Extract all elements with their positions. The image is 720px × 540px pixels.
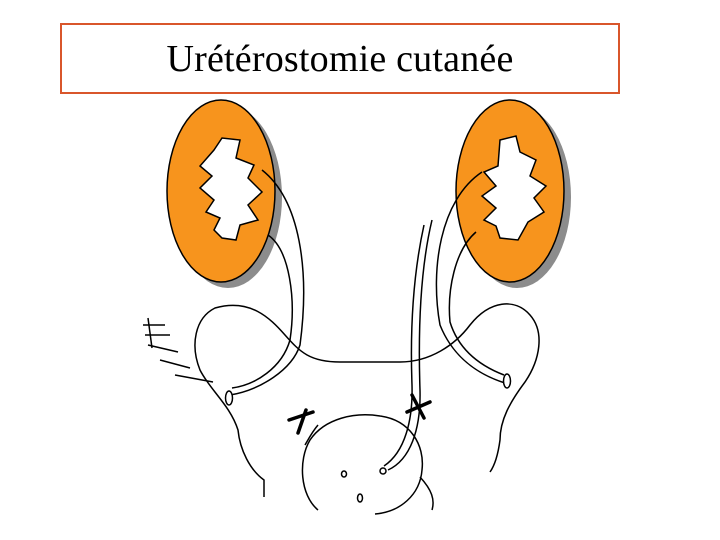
title-box: Urétérostomie cutanée	[60, 23, 620, 94]
ureter-stump-icon	[304, 219, 433, 475]
ligature-left-icon	[287, 408, 315, 435]
ligature-left-bar2	[296, 408, 308, 435]
stoma-left	[224, 390, 234, 406]
incision-line-1	[147, 317, 153, 349]
skin-incision-icon	[143, 317, 214, 383]
bladder-icon	[301, 414, 424, 515]
ureter-right-outer	[435, 171, 506, 384]
ureter-stump-end	[379, 467, 387, 475]
ligature-left-bar1	[287, 410, 315, 422]
incision-line-5	[159, 359, 191, 369]
stoma-right	[502, 373, 512, 389]
pelvis-icon	[194, 303, 540, 511]
stoma-right-icon	[502, 373, 512, 389]
bladder-orifice-left	[340, 470, 348, 478]
kidney-right-icon	[455, 99, 571, 288]
ureter-stump-left	[304, 424, 319, 446]
ureter-right-icon	[435, 171, 506, 384]
kidney-left-pelvis	[198, 137, 264, 241]
pelvis-lower-right	[419, 476, 434, 511]
bladder-outline	[301, 414, 424, 515]
bladder-orifice-center	[356, 493, 364, 503]
ureter-left-icon	[229, 169, 305, 396]
ureter-left-outer	[229, 169, 305, 396]
incision-line-6	[174, 374, 214, 383]
ureter-stump-outer	[387, 219, 433, 471]
stoma-left-icon	[224, 390, 234, 406]
ligature-right-icon	[405, 393, 432, 420]
pelvis-outline	[194, 303, 540, 497]
ligature-right-bar2	[410, 393, 426, 420]
ureter-right-inner	[448, 231, 505, 376]
kidney-left-icon	[166, 99, 282, 288]
kidney-right-pelvis	[480, 135, 548, 241]
incision-line-4	[147, 344, 179, 353]
ureter-left-inner	[231, 234, 293, 389]
ureter-stump-inner	[383, 224, 425, 467]
slide-title: Urétérostomie cutanée	[166, 37, 514, 80]
